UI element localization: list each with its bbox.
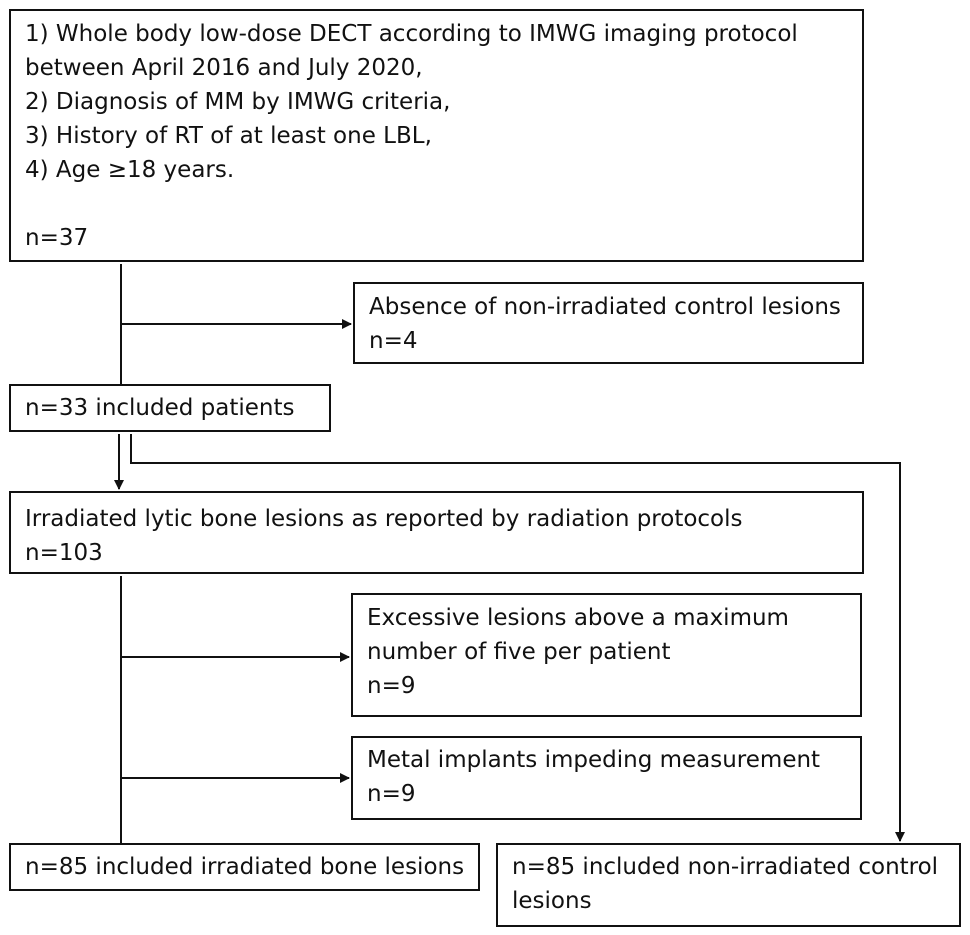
- exclusion-excessive-count: n=9: [367, 673, 416, 699]
- final-control-lesions-box: n=85 included non-irradiated control les…: [496, 843, 961, 927]
- included-patients-label: n=33 included patients: [25, 395, 295, 421]
- exclusion-no-control-count: n=4: [369, 328, 418, 354]
- arrow-to-final-control: [130, 434, 905, 842]
- final-irradiated-lesions-box: n=85 included irradiated bone lesions: [9, 843, 480, 891]
- irradiated-lesions-label: Irradiated lytic bone lesions as reporte…: [25, 506, 743, 532]
- exclusion-excessive-line-2: number of five per patient: [367, 639, 671, 665]
- exclusion-excessive-lesions-box: Excessive lesions above a maximum number…: [351, 593, 862, 717]
- criteria-line-4: 3) History of RT of at least one LBL,: [25, 123, 432, 149]
- exclusion-metal-label: Metal implants impeding measurement: [367, 747, 821, 773]
- exclusion-no-control-label: Absence of non-irradiated control lesion…: [369, 294, 841, 320]
- irradiated-lesions-box: Irradiated lytic bone lesions as reporte…: [9, 491, 864, 574]
- final-control-line-2: lesions: [512, 888, 592, 914]
- eligibility-count: n=37: [25, 225, 89, 251]
- exclusion-no-control-lesions-box: Absence of non-irradiated control lesion…: [353, 282, 864, 364]
- criteria-line-3: 2) Diagnosis of MM by IMWG criteria,: [25, 89, 451, 115]
- exclusion-metal-implants-box: Metal implants impeding measurement n=9: [351, 736, 862, 820]
- criteria-line-1: 1) Whole body low-dose DECT according to…: [25, 21, 798, 47]
- exclusion-excessive-line-1: Excessive lesions above a maximum: [367, 605, 789, 631]
- criteria-line-5: 4) Age ≥18 years.: [25, 157, 235, 183]
- eligibility-criteria-box: 1) Whole body low-dose DECT according to…: [9, 9, 864, 262]
- exclusion-metal-count: n=9: [367, 781, 416, 807]
- final-control-line-1: n=85 included non-irradiated control: [512, 854, 939, 880]
- included-patients-box: n=33 included patients: [9, 384, 331, 432]
- final-irradiated-label: n=85 included irradiated bone lesions: [25, 854, 465, 880]
- criteria-line-2: between April 2016 and July 2020,: [25, 55, 423, 81]
- irradiated-lesions-count: n=103: [25, 540, 103, 566]
